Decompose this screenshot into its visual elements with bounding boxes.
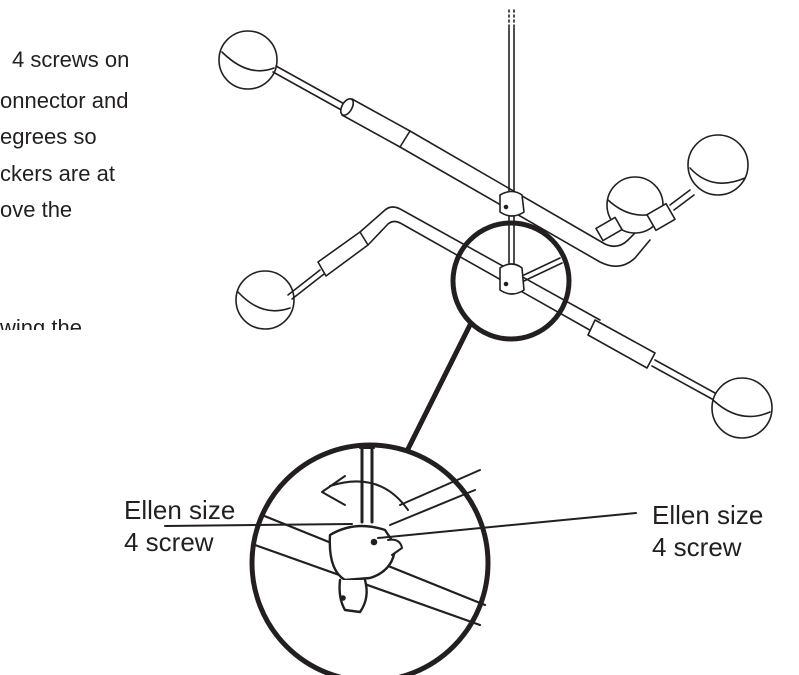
- instruction-line: wing the: [0, 315, 82, 330]
- sphere-left: [235, 270, 295, 330]
- zoom-indicator-circle: [450, 220, 572, 342]
- lower-connector: [499, 257, 563, 295]
- hanging-wire: [508, 9, 515, 271]
- detail-view: [249, 442, 491, 675]
- instruction-line: onnector and: [0, 88, 129, 113]
- sphere-top-left: [218, 30, 278, 90]
- left-callout-line-2: 4 screw: [124, 527, 214, 557]
- left-screw-callout: Ellen size 4 screw: [124, 494, 235, 558]
- sphere-upper-right: [687, 134, 749, 196]
- instruction-text: 4 screws on onnector and egrees so ckers…: [0, 0, 200, 330]
- lower-arm: [235, 206, 773, 439]
- right-screw-callout: Ellen size 4 screw: [652, 499, 763, 563]
- instruction-line: 4 screws on: [12, 47, 130, 72]
- sphere-bottom-right: [711, 377, 773, 439]
- right-callout-leader: [377, 512, 637, 539]
- left-callout-line-1: Ellen size: [124, 495, 236, 525]
- right-callout-line-1: Ellen size: [652, 500, 764, 530]
- right-callout-line-2: 4 screw: [652, 532, 742, 562]
- sphere-upper-right-assembly: [646, 134, 749, 232]
- instruction-line: egrees so: [0, 124, 97, 149]
- left-callout-leader: [164, 523, 353, 527]
- instruction-line: ove the: [0, 197, 73, 222]
- zoom-connector-line: [402, 322, 473, 458]
- upper-connector: [499, 190, 525, 217]
- instruction-line: ckers are at: [0, 161, 115, 186]
- upper-arm: [218, 30, 664, 267]
